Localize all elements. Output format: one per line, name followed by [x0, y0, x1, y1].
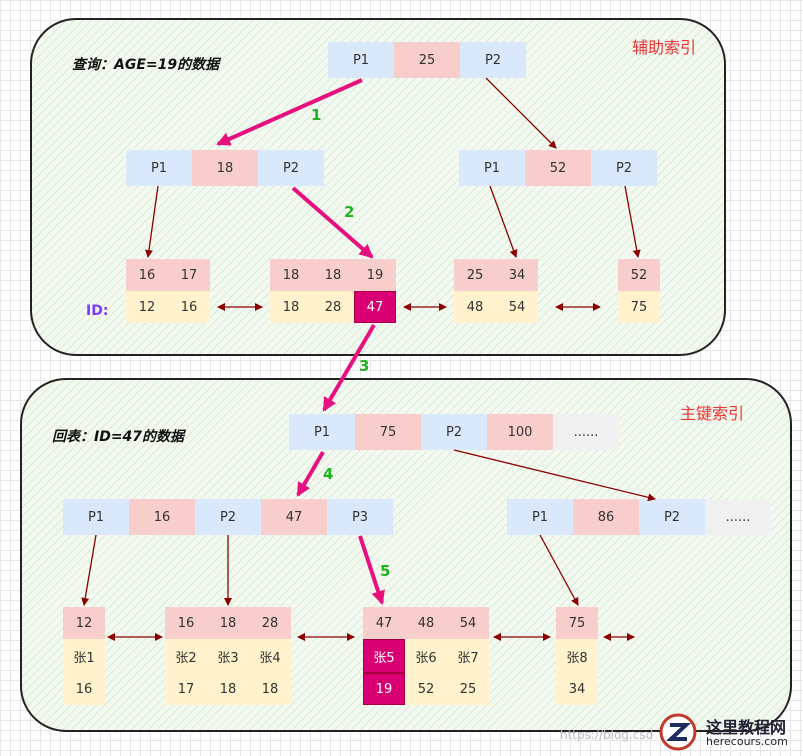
site-url: herecours.com	[706, 735, 788, 748]
leaf-key: 34	[496, 259, 538, 291]
leaf-id: 54	[447, 607, 489, 639]
node-key: 100	[487, 414, 553, 450]
leaf-name: 张2	[165, 639, 207, 673]
leaf-name: 张8	[556, 639, 598, 673]
search-path-arrow	[291, 186, 374, 259]
leaf-key: 18	[312, 259, 354, 291]
node-pointer: P3	[327, 499, 393, 535]
node-pointer: P2	[460, 42, 526, 78]
step-label: 2	[344, 203, 355, 221]
tree-link	[624, 185, 641, 258]
step-label: 4	[323, 465, 334, 483]
leaf-key: 52	[618, 259, 660, 291]
leaf-key: 19	[354, 259, 396, 291]
tree-link	[453, 449, 656, 502]
node-key: 47	[261, 499, 327, 535]
search-path-arrow	[216, 78, 363, 146]
leaf-id: 18	[207, 607, 249, 639]
node-pointer: P1	[289, 414, 355, 450]
node-pointer: P1	[328, 42, 394, 78]
leaf-age: 18	[249, 673, 291, 705]
leaf-id: 75	[618, 291, 660, 323]
leaf-age: 16	[63, 673, 105, 705]
leaf-id: 54	[496, 291, 538, 323]
node-key: 86	[573, 499, 639, 535]
query-label: 查询：AGE=19的数据	[72, 57, 220, 73]
node-key: 25	[394, 42, 460, 78]
leaf-name-highlight: 张5	[363, 639, 405, 673]
node-ellipsis: ......	[553, 414, 619, 450]
leaf-name: 张4	[249, 639, 291, 673]
leaf-age: 17	[165, 673, 207, 705]
node-pointer: P1	[507, 499, 573, 535]
leaf-id: 75	[556, 607, 598, 639]
step-label: 5	[380, 562, 391, 580]
leaf-id: 28	[249, 607, 291, 639]
leaf-id-highlight: 47	[354, 291, 396, 323]
leaf-name: 张7	[447, 639, 489, 673]
tree-link	[81, 534, 97, 606]
leaf-id: 18	[270, 291, 312, 323]
node-ellipsis: ......	[705, 499, 771, 535]
site-name: 这里教程网	[706, 718, 787, 737]
leaf-age: 34	[556, 673, 598, 705]
node-pointer: P1	[63, 499, 129, 535]
panel-title: 主键索引	[679, 404, 744, 423]
leaf-id: 12	[63, 607, 105, 639]
node-key: 75	[355, 414, 421, 450]
step-label: 1	[311, 106, 322, 124]
leaf-id: 12	[126, 291, 168, 323]
node-pointer: P2	[258, 150, 324, 186]
step-label: 3	[359, 357, 370, 375]
query-label: 回表：ID=47的数据	[52, 429, 185, 445]
node-pointer: P1	[459, 150, 525, 186]
node-pointer: P1	[126, 150, 192, 186]
leaf-name: 张3	[207, 639, 249, 673]
leaf-key: 16	[126, 259, 168, 291]
leaf-id: 28	[312, 291, 354, 323]
leaf-id: 16	[165, 607, 207, 639]
node-pointer: P2	[591, 150, 657, 186]
node-pointer: P2	[421, 414, 487, 450]
search-path-arrow	[296, 450, 325, 497]
leaf-age: 18	[207, 673, 249, 705]
search-path-arrow	[358, 535, 385, 605]
tree-link	[145, 185, 159, 258]
blog-watermark: https://blog.csd	[560, 728, 654, 742]
tree-link	[485, 77, 557, 149]
tree-link	[489, 185, 518, 258]
site-logo-icon	[659, 713, 697, 751]
node-pointer: P2	[639, 499, 705, 535]
leaf-id: 48	[454, 291, 496, 323]
node-key: 18	[192, 150, 258, 186]
leaf-age: 52	[405, 673, 447, 705]
leaf-key: 17	[168, 259, 210, 291]
id-row-label: ID:	[86, 303, 109, 319]
leaf-name: 张1	[63, 639, 105, 673]
node-key: 16	[129, 499, 195, 535]
leaf-age-highlight: 19	[363, 673, 405, 705]
panel-title: 辅助索引	[631, 38, 696, 57]
leaf-id: 47	[363, 607, 405, 639]
node-key: 52	[525, 150, 591, 186]
leaf-id: 48	[405, 607, 447, 639]
leaf-name: 张6	[405, 639, 447, 673]
leaf-id: 16	[168, 291, 210, 323]
leaf-key: 25	[454, 259, 496, 291]
leaf-age: 25	[447, 673, 489, 705]
leaf-key: 18	[270, 259, 312, 291]
tree-link	[539, 534, 579, 606]
node-pointer: P2	[195, 499, 261, 535]
search-path-arrow	[322, 323, 376, 412]
